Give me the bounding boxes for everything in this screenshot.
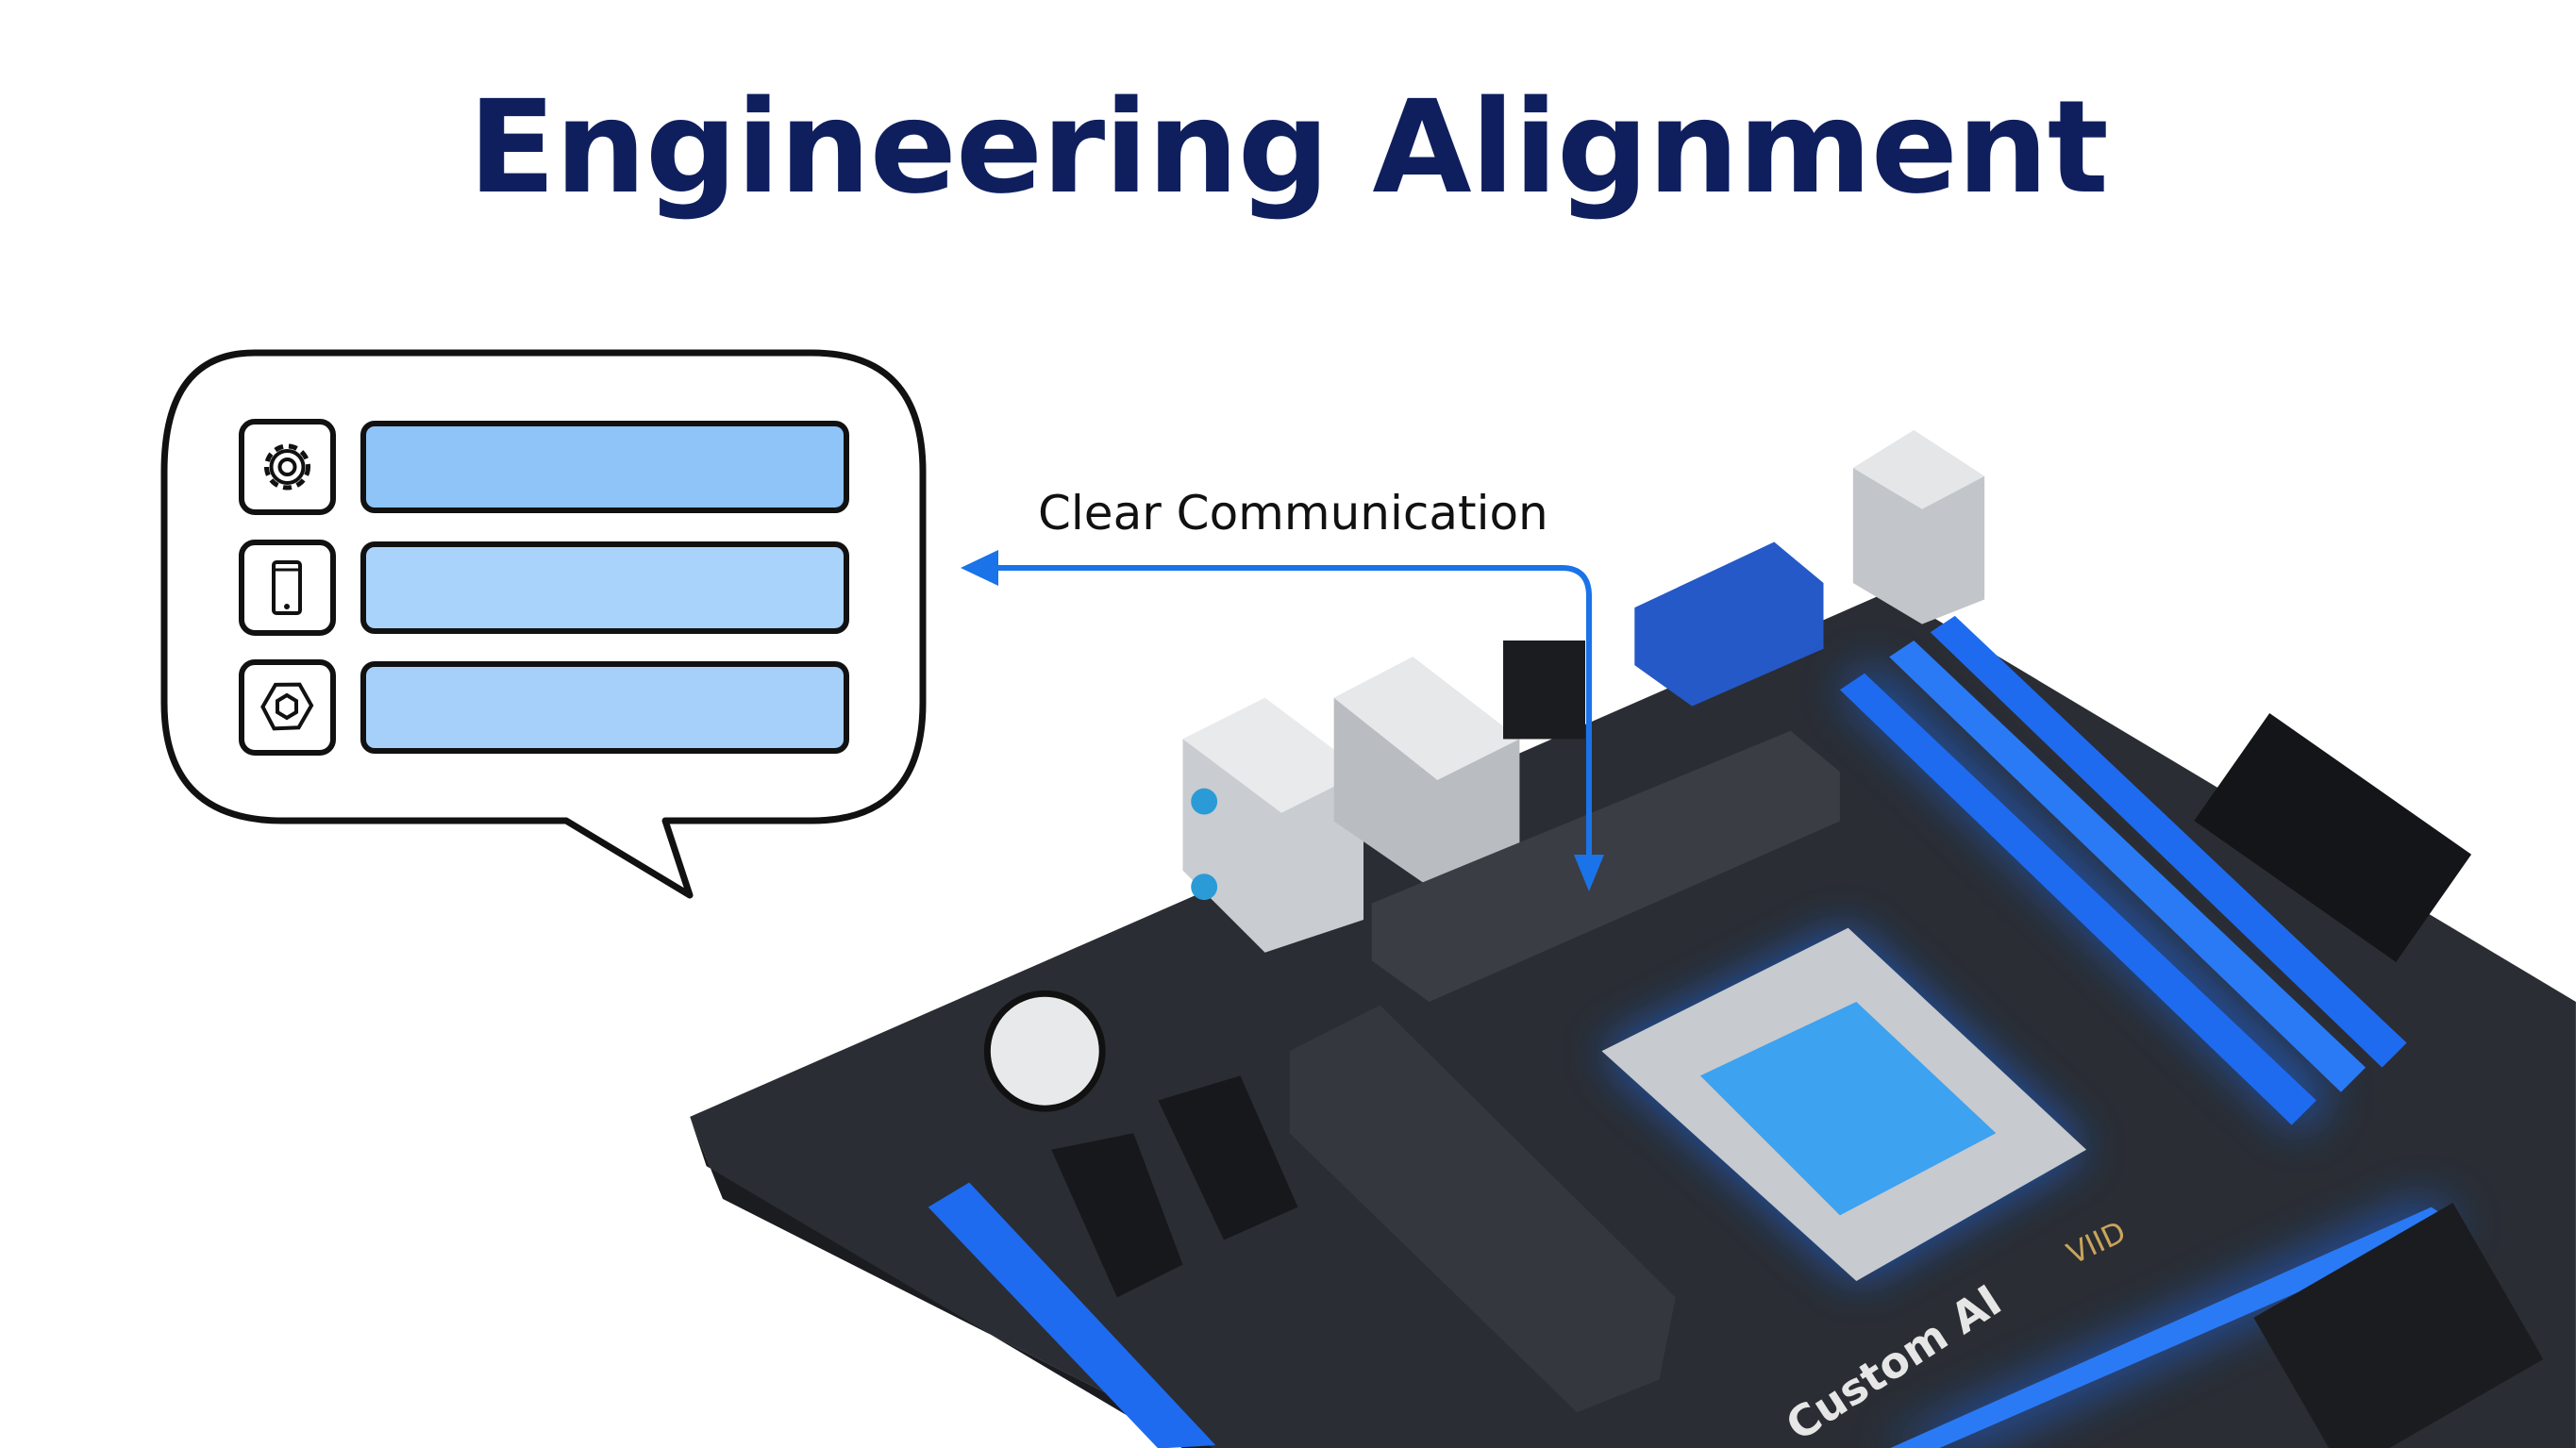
bar-2: [360, 541, 849, 634]
gear-icon: [264, 443, 310, 491]
arrowhead-left-icon: [961, 550, 998, 586]
bubble-row-mobile: [239, 540, 849, 636]
hex-nut-icon: [260, 682, 314, 731]
bar-3: [360, 661, 849, 754]
io-ports: [1182, 430, 1985, 953]
bubble-row-hardware: [239, 659, 849, 756]
pcie-slots: [928, 1075, 2465, 1448]
motherboard: Custom AI VIID: [690, 430, 2576, 1448]
cpu-socket: [1601, 927, 2087, 1281]
bar-1: [360, 421, 849, 513]
smartphone-icon: [272, 560, 302, 615]
page-title: Engineering Alignment: [468, 74, 2109, 223]
bubble-row-settings: [239, 419, 849, 515]
ram-slots: [1839, 615, 2472, 1134]
arrowhead-down-icon: [1574, 855, 1604, 891]
annotation-label: Clear Communication: [1038, 486, 1548, 541]
speech-bubble: [160, 349, 927, 899]
communication-arrow: [961, 550, 1604, 891]
